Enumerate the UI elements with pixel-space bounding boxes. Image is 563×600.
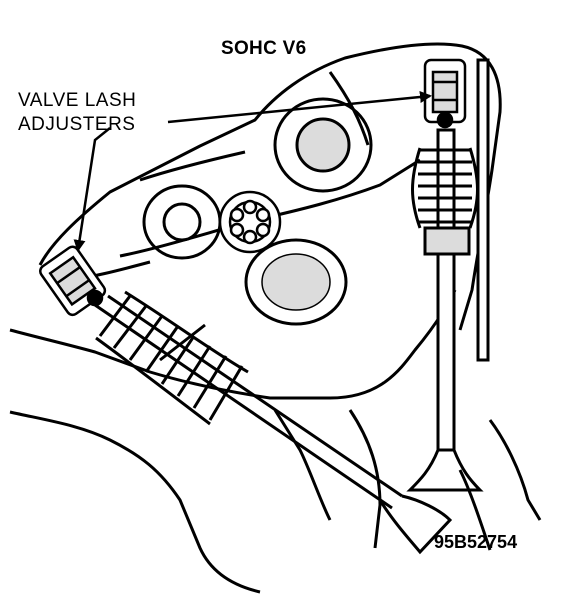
callout-label-line2: ADJUSTERS [18, 114, 136, 135]
camshaft-lobe [244, 238, 348, 326]
roller-bearing [218, 190, 282, 254]
left-shaft-bore [142, 184, 222, 260]
callout-leader-lines [73, 91, 432, 252]
rocker-shaft-bore [273, 97, 373, 193]
left-valve-spring [95, 290, 249, 426]
right-valve-spring [411, 147, 479, 229]
left-lash-adjuster [39, 245, 107, 317]
diagram-title: SOHC V6 [221, 38, 307, 59]
figure-code: 95B52754 [434, 532, 518, 552]
callout-label-line1: VALVE LASH [18, 90, 137, 111]
cylinder-head-casting [9, 289, 542, 594]
right-lash-adjuster [423, 58, 467, 129]
